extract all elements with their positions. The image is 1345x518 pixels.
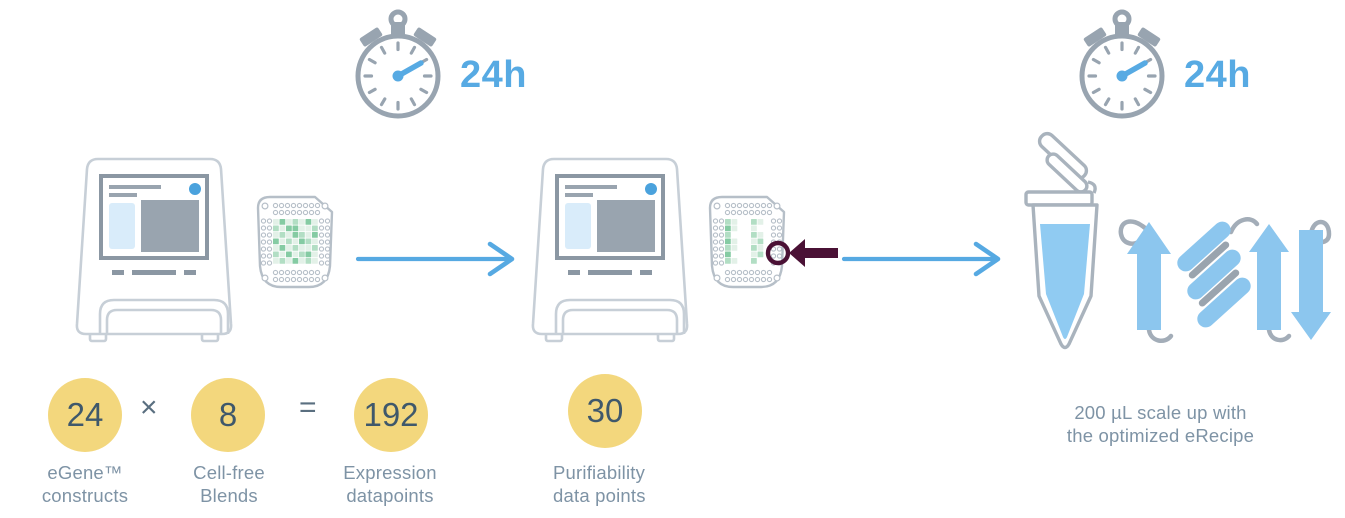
tube-liquid xyxy=(1040,224,1090,339)
equals-sign: = xyxy=(299,391,317,424)
count-bubble-datapoints: 192 xyxy=(354,378,428,452)
screen-status-dot xyxy=(189,183,201,195)
well-highlight-arrow-icon xyxy=(789,239,838,267)
protein-structure-icon xyxy=(1118,217,1332,344)
screen-status-dot xyxy=(645,183,657,195)
flow-arrow-icon xyxy=(841,241,1001,277)
blends-label: Cell-free Blends xyxy=(193,462,265,506)
expression-analyzer-machine-icon xyxy=(75,157,233,343)
multiply-sign: × xyxy=(140,391,158,424)
well-highlight-circle-icon xyxy=(765,240,791,266)
scale-up-caption: 200 µL scale up with the optimized eReci… xyxy=(1066,402,1255,446)
stopwatch-icon xyxy=(355,9,441,119)
count-bubble-blends: 8 xyxy=(191,378,265,452)
stopwatch-icon xyxy=(1079,9,1165,119)
flow-arrow-icon xyxy=(355,241,515,277)
datapoints-label: Expression datapoints xyxy=(343,462,437,506)
timer-duration-left: 24h xyxy=(460,54,527,96)
expression-microplate-icon xyxy=(256,195,334,289)
constructs-label: eGene™ constructs xyxy=(41,462,129,506)
purification-microplate-icon xyxy=(708,195,786,289)
microtube-icon xyxy=(1024,131,1099,350)
purification-analyzer-machine-icon xyxy=(531,157,689,343)
well-highlight xyxy=(765,239,838,267)
count-bubble-purifiability: 30 xyxy=(568,374,642,448)
timer-duration-right: 24h xyxy=(1184,54,1251,96)
count-bubble-constructs: 24 xyxy=(48,378,122,452)
purifiability-label: Purifiability data points xyxy=(553,462,646,506)
